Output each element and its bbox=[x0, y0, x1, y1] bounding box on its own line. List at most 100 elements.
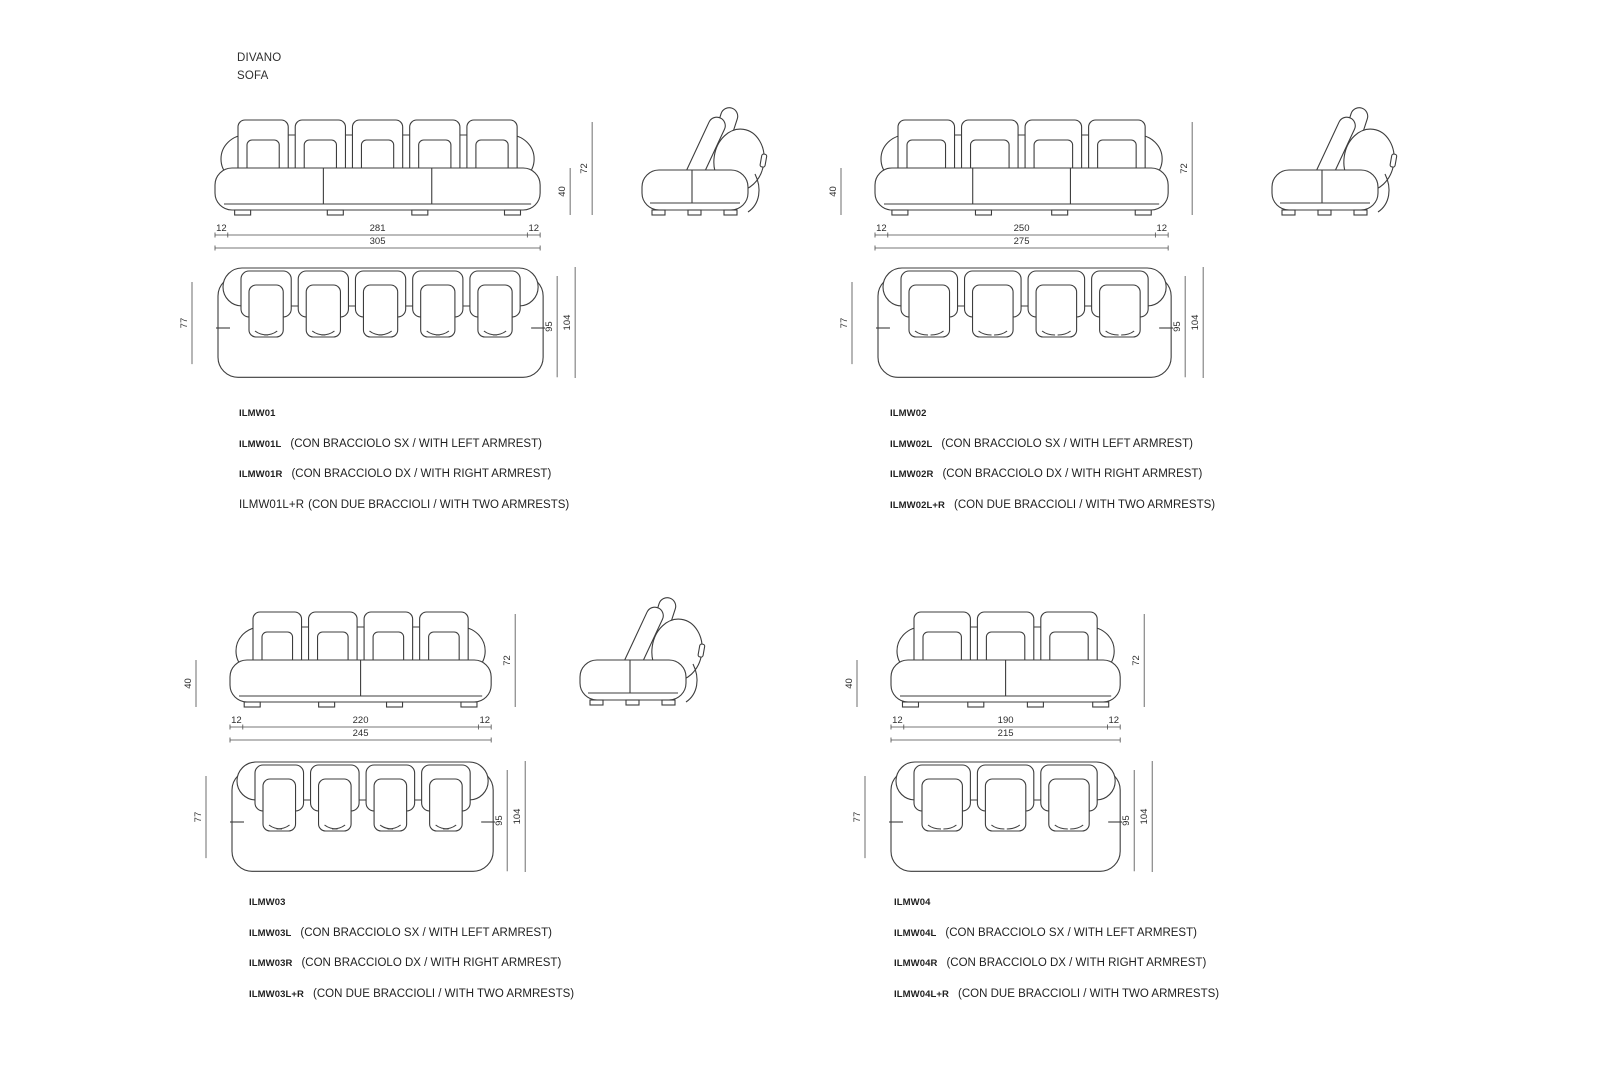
ilmw01-height-dimensions: 40 72 bbox=[557, 122, 593, 215]
title-english: SOFA bbox=[237, 70, 269, 82]
dimension-value: 95 bbox=[1172, 321, 1183, 332]
product-description: (CON DUE BRACCIOLI / WITH TWO ARMRESTS) bbox=[308, 499, 570, 512]
dimension-value: 275 bbox=[1014, 236, 1030, 247]
ilmw04-height-dimensions: 40 72 bbox=[844, 614, 1145, 707]
ilmw01-front-view bbox=[214, 119, 541, 216]
dimension-value: 72 bbox=[579, 163, 590, 174]
dimension-value: 40 bbox=[183, 678, 194, 689]
product-label-row: ILMW02L+R (CON DUE BRACCIOLI / WITH TWO A… bbox=[890, 495, 1215, 513]
product-description: (CON DUE BRACCIOLI / WITH TWO ARMRESTS) bbox=[313, 988, 575, 1001]
title-italian: DIVANO bbox=[237, 52, 282, 64]
ilmw04-depth-dimensions: 77 95 104 bbox=[852, 761, 1153, 872]
dimension-value: 250 bbox=[1014, 223, 1030, 234]
product-code: ILMW03L+R bbox=[249, 989, 305, 1001]
product-label-row: ILMW03L+R (CON DUE BRACCIOLI / WITH TWO A… bbox=[249, 984, 574, 1002]
product-code: ILMW04L+R bbox=[894, 989, 950, 1001]
ilmw03-width-dimensions: 12 220 12 245 bbox=[229, 715, 492, 743]
dimension-value: 12 bbox=[479, 715, 490, 726]
ilmw02-height-dimensions: 40 72 bbox=[828, 122, 1193, 215]
dimension-value: 12 bbox=[231, 715, 242, 726]
dimension-value: 40 bbox=[557, 186, 568, 197]
dimension-value: 281 bbox=[370, 223, 386, 234]
product-label-row: ILMW01L (CON BRACCIOLO SX / WITH LEFT ARM… bbox=[239, 434, 542, 452]
dimension-value: 215 bbox=[998, 728, 1014, 739]
page-title: DIVANO SOFA bbox=[237, 49, 281, 85]
dimension-value: 104 bbox=[1190, 315, 1201, 331]
product-code: ILMW01L+R bbox=[239, 499, 305, 512]
product-code: ILMW04R bbox=[894, 958, 938, 970]
ilmw01-side-view bbox=[641, 107, 768, 216]
product-label-row: ILMW02 bbox=[890, 403, 927, 421]
ilmw03-height-dimensions: 40 72 bbox=[183, 614, 516, 707]
dimension-value: 72 bbox=[1131, 655, 1142, 666]
product-description: (CON DUE BRACCIOLI / WITH TWO ARMRESTS) bbox=[954, 499, 1216, 512]
product-code: ILMW01L bbox=[239, 438, 282, 450]
dimension-value: 95 bbox=[544, 321, 555, 332]
product-code: ILMW02L bbox=[890, 438, 933, 450]
ilmw02-front-view bbox=[874, 119, 1169, 216]
ilmw02-depth-dimensions: 77 95 104 bbox=[839, 267, 1204, 378]
dimension-value: 12 bbox=[528, 223, 539, 234]
ilmw03-side-view bbox=[579, 597, 706, 706]
product-code: ILMW02 bbox=[890, 408, 927, 419]
product-description: (CON BRACCIOLO SX / WITH LEFT ARMREST) bbox=[945, 926, 1197, 939]
ilmw04-front-view bbox=[890, 611, 1121, 708]
product-code: ILMW03 bbox=[249, 897, 286, 908]
product-code: ILMW01 bbox=[239, 408, 276, 419]
product-description: (CON BRACCIOLO DX / WITH RIGHT ARMREST) bbox=[301, 957, 562, 970]
ilmw01-plan-view bbox=[216, 267, 546, 378]
dimension-value: 72 bbox=[1179, 163, 1190, 174]
product-code: ILMW03R bbox=[249, 958, 293, 970]
dimension-value: 190 bbox=[998, 715, 1014, 726]
ilmw02-width-dimensions: 12 250 12 275 bbox=[874, 223, 1169, 251]
dimension-value: 95 bbox=[1121, 815, 1132, 826]
product-description: (CON BRACCIOLO SX / WITH LEFT ARMREST) bbox=[941, 437, 1193, 450]
product-code: ILMW02R bbox=[890, 469, 934, 481]
product-label-row: ILMW01 bbox=[239, 403, 276, 421]
dimension-value: 104 bbox=[562, 315, 573, 331]
dimension-value: 245 bbox=[353, 728, 369, 739]
product-description: (CON BRACCIOLO SX / WITH LEFT ARMREST) bbox=[300, 926, 552, 939]
dimension-value: 77 bbox=[839, 318, 850, 329]
dimension-value: 12 bbox=[1156, 223, 1167, 234]
product-description: (CON DUE BRACCIOLI / WITH TWO ARMRESTS) bbox=[958, 988, 1220, 1001]
variant-ilmw02: 12 250 12 275 40 72 77 95 104 bbox=[828, 107, 1398, 378]
product-label-row: ILMW02L (CON BRACCIOLO SX / WITH LEFT ARM… bbox=[890, 434, 1193, 452]
product-label-row: ILMW04R (CON BRACCIOLO DX / WITH RIGHT AR… bbox=[894, 953, 1206, 971]
ilmw01-depth-dimensions: 77 95 104 bbox=[179, 267, 576, 378]
dimension-value: 77 bbox=[179, 318, 190, 329]
dimension-value: 12 bbox=[1109, 715, 1120, 726]
dimension-value: 305 bbox=[370, 236, 386, 247]
dimension-value: 104 bbox=[512, 809, 523, 825]
product-description: (CON BRACCIOLO DX / WITH RIGHT ARMREST) bbox=[946, 957, 1207, 970]
product-label-row: ILMW03R (CON BRACCIOLO DX / WITH RIGHT AR… bbox=[249, 953, 561, 971]
product-label-row: ILMW03L (CON BRACCIOLO SX / WITH LEFT ARM… bbox=[249, 923, 552, 941]
dimension-value: 77 bbox=[852, 812, 863, 823]
product-label-row: ILMW02R (CON BRACCIOLO DX / WITH RIGHT AR… bbox=[890, 464, 1202, 482]
product-code: ILMW01R bbox=[239, 469, 283, 481]
dimension-value: 40 bbox=[828, 186, 839, 197]
product-code: ILMW02L+R bbox=[890, 500, 946, 512]
dimension-value: 12 bbox=[876, 223, 887, 234]
product-label-row: ILMW04 bbox=[894, 892, 931, 910]
dimension-value: 40 bbox=[844, 678, 855, 689]
dimension-value: 95 bbox=[494, 815, 505, 826]
product-label-row: ILMW01R (CON BRACCIOLO DX / WITH RIGHT AR… bbox=[239, 464, 551, 482]
dimension-value: 104 bbox=[1139, 809, 1150, 825]
product-description: (CON BRACCIOLO DX / WITH RIGHT ARMREST) bbox=[291, 468, 552, 481]
product-code: ILMW03L bbox=[249, 927, 292, 939]
product-code: ILMW04L bbox=[894, 927, 937, 939]
ilmw03-front-view bbox=[229, 611, 492, 708]
dimension-value: 72 bbox=[502, 655, 513, 666]
dimension-value: 220 bbox=[353, 715, 369, 726]
product-description: (CON BRACCIOLO SX / WITH LEFT ARMREST) bbox=[290, 437, 542, 450]
product-description: (CON BRACCIOLO DX / WITH RIGHT ARMREST) bbox=[942, 468, 1203, 481]
dimension-value: 12 bbox=[892, 715, 903, 726]
ilmw03-plan-view bbox=[230, 761, 496, 872]
